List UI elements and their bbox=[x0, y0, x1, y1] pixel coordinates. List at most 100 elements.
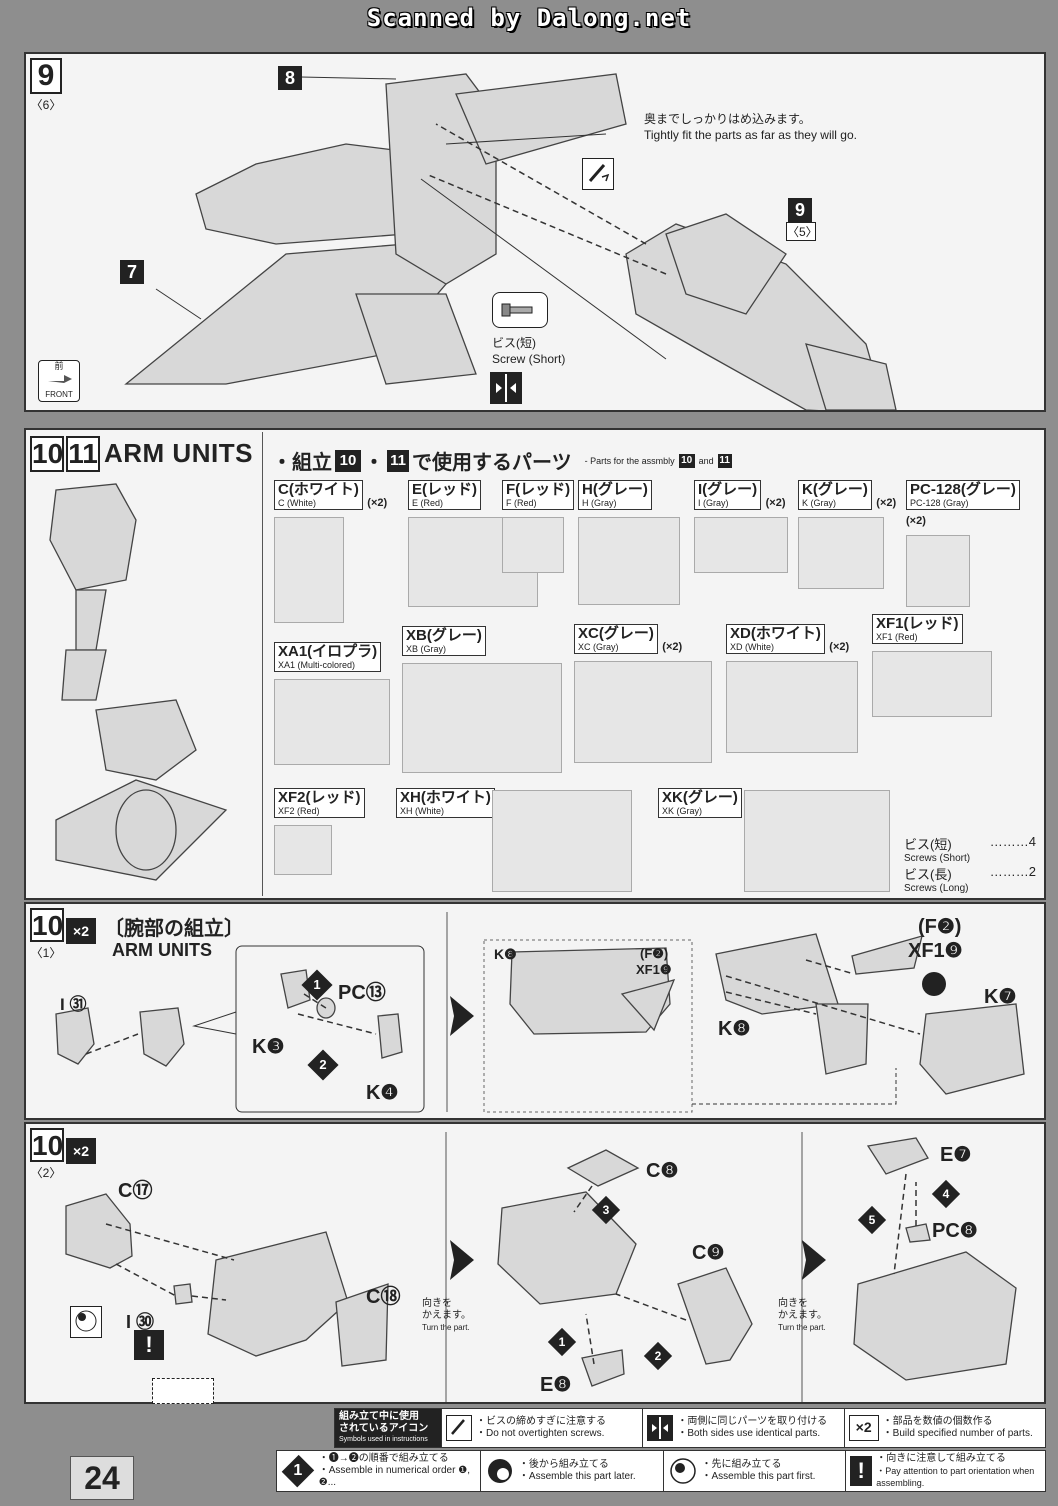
runner-PC-128: PC-128(グレー)PC-128 (Gray) (×2) bbox=[906, 480, 1044, 607]
runner-C: C(ホワイト)C (White) (×2) bbox=[274, 480, 387, 623]
runner-H: H(グレー)H (Gray) bbox=[578, 480, 680, 605]
label-I30: I ㉚ bbox=[126, 1312, 155, 1332]
label-K8-detail: K❽ bbox=[494, 946, 517, 962]
callout-8: 8 bbox=[278, 66, 302, 90]
parts-heading-sep: ・ bbox=[364, 452, 384, 474]
screw-short-icon bbox=[492, 292, 548, 328]
step-order-icon: 1 bbox=[281, 1454, 315, 1488]
step10-2-multiplier: ×2 bbox=[66, 1138, 96, 1164]
step-order-1-icon: 1 bbox=[301, 969, 333, 1001]
both-sides-icon bbox=[647, 1415, 674, 1441]
turn-note-1: 向きを かえます。Turn the part. bbox=[422, 1298, 471, 1332]
step-order-5-icon: 5 bbox=[857, 1205, 887, 1235]
assemble-later-icon bbox=[485, 1456, 515, 1486]
legend-item-screw: ・ビスの締めすぎに注意する・Do not overtighten screws. bbox=[441, 1409, 642, 1447]
label-F2-detail: (F❷) bbox=[640, 946, 669, 961]
step10-2-panel: 10 ×2 〈2〉 C⑰ bbox=[24, 1122, 1046, 1404]
page-number: 24 bbox=[70, 1456, 134, 1500]
runner-XA1: XA1(イロプラ)XA1 (Multi-colored) bbox=[274, 642, 390, 765]
step10-1-title-ja: 〔腕部の組立〕 bbox=[104, 918, 244, 940]
parts-heading-prefix: ・組立 bbox=[272, 452, 332, 474]
parts-heading: ・組立 10 ・ 11 で使用するパーツ - Parts for the ass… bbox=[272, 446, 732, 475]
orientation-caution-icon: ! bbox=[850, 1456, 873, 1486]
label-C17: C⑰ bbox=[118, 1180, 153, 1202]
step10-2-substep: 〈2〉 bbox=[30, 1166, 62, 1180]
label-K4: K❹ bbox=[366, 1082, 399, 1104]
callout-7: 7 bbox=[120, 260, 144, 284]
arm-unit-preview bbox=[49, 483, 228, 881]
step9-illustration bbox=[124, 73, 897, 410]
label-I31: I ㉛ bbox=[60, 995, 87, 1014]
orientation-caution-icon: ! bbox=[134, 1330, 164, 1360]
legend-item-both-sides: ・両側に同じパーツを取り付ける・Both sides use identical… bbox=[642, 1409, 843, 1447]
label-K7: K❼ bbox=[984, 986, 1017, 1008]
step10-1-multiplier: ×2 bbox=[66, 918, 96, 944]
step-order-1-icon: 1 bbox=[547, 1327, 577, 1357]
fit-note-ja: 奥までしっかりはめ込みます。 bbox=[644, 112, 811, 126]
step-order-2-icon: 2 bbox=[307, 1049, 339, 1081]
section-num-11: 11 bbox=[66, 436, 100, 472]
runner-XD: XD(ホワイト)XD (White) (×2) bbox=[726, 624, 858, 753]
step10-1-panel: 10 ×2 〈1〉 〔腕部の組立〕 ARM UNITS bbox=[24, 902, 1046, 1120]
multiply-x2-icon: ×2 bbox=[848, 1415, 879, 1441]
part-detail-inset bbox=[152, 1378, 214, 1404]
screwdriver-icon bbox=[582, 158, 614, 190]
runner-XK: XK(グレー)XK (Gray) bbox=[658, 788, 742, 819]
parts-heading-num-11: 11 bbox=[387, 449, 409, 472]
step10-2-illustration bbox=[65, 1132, 1017, 1402]
assemble-later-icon bbox=[70, 1306, 102, 1338]
label-K3: K❸ bbox=[252, 1036, 285, 1058]
label-C18: C⑱ bbox=[366, 1286, 401, 1308]
label-XF19: XF1❾ bbox=[908, 940, 963, 962]
step10-1-number: 10 bbox=[30, 908, 64, 942]
label-PC8: PC❽ bbox=[932, 1220, 978, 1242]
screw-short-label-ja: ビス(短) bbox=[492, 336, 536, 350]
runner-XH: XH(ホワイト)XH (White) bbox=[396, 788, 495, 819]
section-num-10: 10 bbox=[30, 436, 64, 472]
legend-bar: 組み立て中に使用 されているアイコン Symbols used in instr… bbox=[334, 1408, 1046, 1448]
callout-9-sub: 〈5〉 bbox=[786, 222, 818, 241]
section-divider bbox=[262, 432, 263, 896]
callout-9: 9 bbox=[788, 198, 812, 222]
label-F2: (F❷) bbox=[918, 916, 962, 938]
label-E8: E❽ bbox=[540, 1374, 572, 1396]
legend-title: 組み立て中に使用 されているアイコン Symbols used in instr… bbox=[335, 1409, 441, 1447]
runner-K: K(グレー)K (Gray) (×2) bbox=[798, 480, 896, 589]
step9-substep: 〈6〉 bbox=[30, 98, 62, 112]
runner-F: F(レッド)F (Red) bbox=[502, 480, 575, 573]
screwdriver-icon bbox=[446, 1415, 472, 1441]
legend-item-count: ×2 ・部品を数値の個数作る・Build specified number of… bbox=[843, 1409, 1045, 1447]
runner-XK-sprue bbox=[744, 790, 890, 892]
fit-note-en: Tightly fit the parts as far as they wil… bbox=[644, 128, 857, 142]
step9-panel: 9 〈6〉 8 7 9 〈5〉 奥までしっかりはめ込みます。 Tightly f… bbox=[24, 52, 1046, 412]
step-order-4-icon: 4 bbox=[931, 1179, 961, 1209]
runner-I: I(グレー)I (Gray) (×2) bbox=[694, 480, 788, 573]
runner-XH-sprue bbox=[492, 790, 632, 892]
legend-item-order: 1 ・❶→❷の順番で組み立てる・Assemble in numerical or… bbox=[277, 1451, 480, 1491]
label-PC13: PC⑬ bbox=[338, 982, 386, 1004]
arm-units-parts-panel: 10 11 ARM UNITS ・組立 10 ・ 11 で使用するパーツ - P… bbox=[24, 428, 1046, 900]
runner-XF1: XF1(レッド)XF1 (Red) bbox=[872, 614, 992, 717]
parts-heading-num-10: 10 bbox=[335, 449, 361, 472]
assemble-first-icon bbox=[668, 1456, 698, 1486]
runner-XF2: XF2(レッド)XF2 (Red) bbox=[274, 788, 365, 875]
label-K8: K❽ bbox=[718, 1018, 751, 1040]
label-C8: C❽ bbox=[646, 1160, 679, 1182]
label-XF19-detail: XF1❾ bbox=[636, 962, 672, 977]
runner-XC: XC(グレー)XC (Gray) (×2) bbox=[574, 624, 712, 763]
legend-item-orientation: ! ・向きに注意して組み立てる・Pay attention to part or… bbox=[845, 1451, 1045, 1491]
step-order-2-icon: 2 bbox=[643, 1341, 673, 1371]
turn-note-2: 向きを かえます。Turn the part. bbox=[778, 1298, 827, 1332]
label-E7: E❼ bbox=[940, 1144, 972, 1166]
both-sides-icon bbox=[490, 372, 522, 404]
screws-list: ビス(短)………4 Screws (Short) ビス(長)………2 Screw… bbox=[904, 834, 1036, 894]
label-C9: C❾ bbox=[692, 1242, 725, 1264]
runner-XB: XB(グレー)XB (Gray) bbox=[402, 626, 562, 773]
screw-short-label-en: Screw (Short) bbox=[492, 352, 566, 366]
front-indicator: 前 FRONT bbox=[38, 360, 80, 402]
parts-heading-en: - Parts for the assmbly 10 and 11 bbox=[584, 453, 732, 468]
step10-1-substep: 〈1〉 bbox=[30, 946, 62, 960]
step-order-3-icon: 3 bbox=[591, 1195, 621, 1225]
step10-1-title-en: ARM UNITS bbox=[112, 940, 212, 960]
step10-2-number: 10 bbox=[30, 1128, 64, 1162]
